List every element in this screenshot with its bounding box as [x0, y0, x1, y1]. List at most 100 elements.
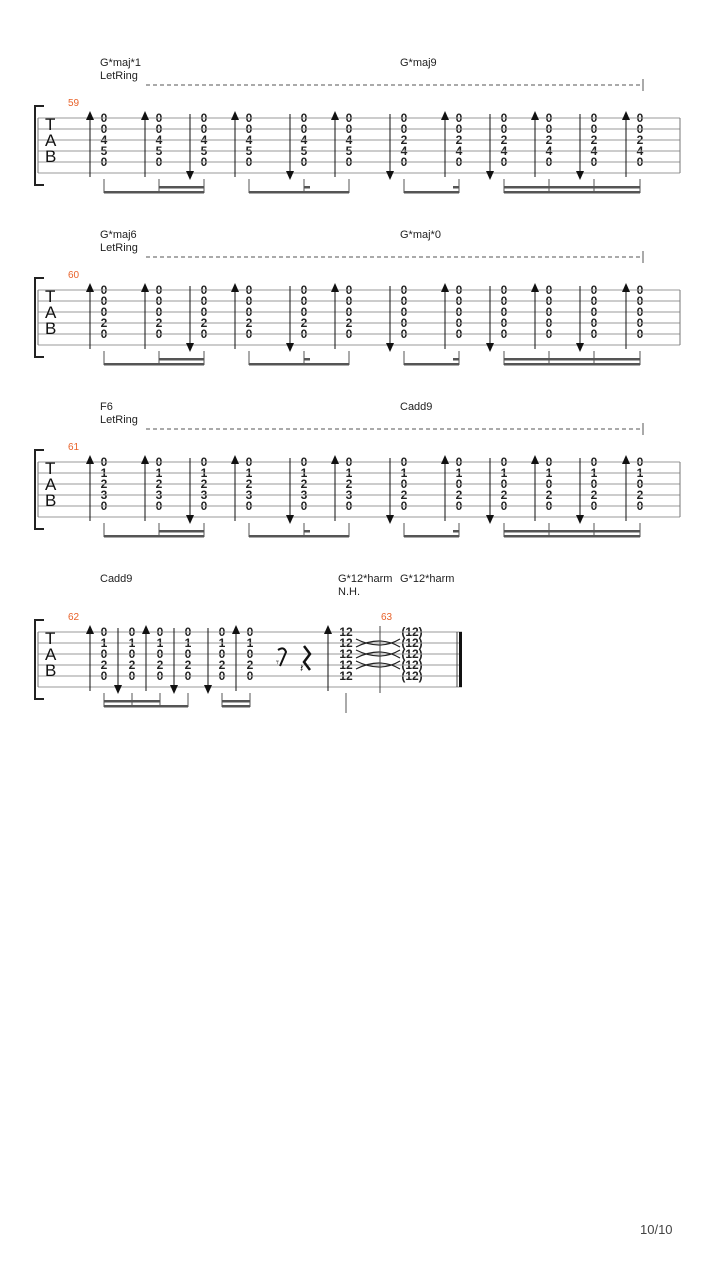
up-stroke-arrowhead	[141, 111, 149, 120]
chord-name: Cadd9	[100, 573, 132, 585]
beam	[104, 363, 204, 366]
system-bracket	[34, 105, 44, 186]
beam-secondary	[453, 530, 459, 533]
beam-secondary	[159, 530, 204, 533]
beam-secondary	[159, 358, 204, 361]
tab-clef-letter: B	[45, 147, 56, 166]
down-stroke-arrowhead	[286, 343, 294, 352]
down-stroke-arrowhead	[286, 515, 294, 524]
chord-name: G*12*harm	[338, 573, 392, 585]
beam	[249, 191, 349, 194]
measure-number: 59	[68, 98, 80, 109]
down-stroke-arrowhead	[186, 171, 194, 180]
up-stroke-arrowhead	[331, 283, 339, 292]
tie-curve	[355, 660, 401, 668]
measure-number: 62	[68, 612, 80, 623]
beam-secondary	[304, 358, 310, 361]
beam	[249, 535, 349, 538]
quarter-rest-shape	[302, 645, 312, 671]
tab-clef-letter: B	[45, 491, 56, 510]
up-stroke-arrowhead	[86, 111, 94, 120]
tie-curve	[355, 649, 401, 657]
let-ring-label: LetRing	[100, 70, 138, 82]
up-stroke-arrowhead	[141, 283, 149, 292]
up-stroke-arrowhead	[531, 283, 539, 292]
tab-clef-letter: A	[45, 645, 57, 664]
tie-curve	[355, 640, 401, 648]
up-stroke-arrowhead	[531, 111, 539, 120]
up-stroke-arrowhead	[86, 455, 94, 464]
system-bracket	[34, 619, 44, 700]
chord-name: F6	[100, 401, 113, 413]
chord-name: G*maj*1	[100, 57, 141, 69]
down-stroke-arrowhead	[186, 515, 194, 524]
beam	[104, 535, 204, 538]
tab-clef-letter: T	[45, 287, 55, 306]
tab-clef-letter: T	[45, 459, 55, 478]
up-stroke-arrowhead	[531, 455, 539, 464]
down-stroke-arrowhead	[486, 171, 494, 180]
beam	[104, 705, 188, 708]
up-stroke-arrowhead	[622, 455, 630, 464]
eighth-rest-shape	[277, 647, 288, 667]
up-stroke-arrowhead	[441, 111, 449, 120]
down-stroke-arrowhead	[386, 343, 394, 352]
tab-clef-letter: T	[45, 115, 55, 134]
beam-secondary	[104, 700, 160, 703]
tab-clef-letter: T	[45, 629, 55, 648]
measure-number: 63	[381, 612, 393, 623]
system-bracket	[34, 277, 44, 358]
beam	[404, 363, 459, 366]
up-stroke-arrowhead	[622, 111, 630, 120]
let-ring-label: LetRing	[100, 242, 138, 254]
beam-secondary	[504, 358, 640, 361]
up-stroke-arrowhead	[86, 625, 94, 634]
up-stroke-arrowhead	[441, 283, 449, 292]
down-stroke-arrowhead	[386, 515, 394, 524]
up-stroke-arrowhead	[331, 455, 339, 464]
quarter-rest: 𝄽	[300, 663, 303, 675]
tab-clef-letter: B	[45, 661, 56, 680]
down-stroke-arrowhead	[386, 171, 394, 180]
tab-clef-letter: A	[45, 131, 57, 150]
down-stroke-arrowhead	[204, 685, 212, 694]
beam	[404, 191, 459, 194]
beam	[504, 191, 640, 194]
up-stroke-arrowhead	[86, 283, 94, 292]
beam	[104, 191, 204, 194]
down-stroke-arrowhead	[170, 685, 178, 694]
up-stroke-arrowhead	[141, 455, 149, 464]
up-stroke-arrowhead	[441, 455, 449, 464]
up-stroke-arrowhead	[231, 111, 239, 120]
tab-clef-letter: A	[45, 303, 57, 322]
down-stroke-arrowhead	[576, 343, 584, 352]
final-barline	[459, 632, 462, 687]
tab-clef-letter: A	[45, 475, 57, 494]
beam	[222, 705, 250, 708]
chord-name: G*maj6	[100, 229, 137, 241]
tab-clef-letter: B	[45, 319, 56, 338]
measure-number: 60	[68, 270, 80, 281]
beam	[249, 363, 349, 366]
up-stroke-arrowhead	[331, 111, 339, 120]
eighth-rest: 𝄾	[276, 657, 279, 669]
page-number: 10/10	[640, 1222, 673, 1237]
up-stroke-arrowhead	[324, 625, 332, 634]
beam	[504, 363, 640, 366]
down-stroke-arrowhead	[114, 685, 122, 694]
beam-secondary	[304, 530, 310, 533]
down-stroke-arrowhead	[186, 343, 194, 352]
let-ring-label: LetRing	[100, 414, 138, 426]
up-stroke-arrowhead	[622, 283, 630, 292]
tie-curve	[355, 662, 401, 670]
up-stroke-arrowhead	[231, 455, 239, 464]
beam-secondary	[222, 700, 250, 703]
beam-secondary	[504, 530, 640, 533]
chord-name: G*12*harm	[400, 573, 454, 585]
beam-secondary	[504, 186, 640, 189]
system-bracket	[34, 449, 44, 530]
tie-curve	[355, 651, 401, 659]
down-stroke-arrowhead	[576, 171, 584, 180]
beam-secondary	[159, 186, 204, 189]
